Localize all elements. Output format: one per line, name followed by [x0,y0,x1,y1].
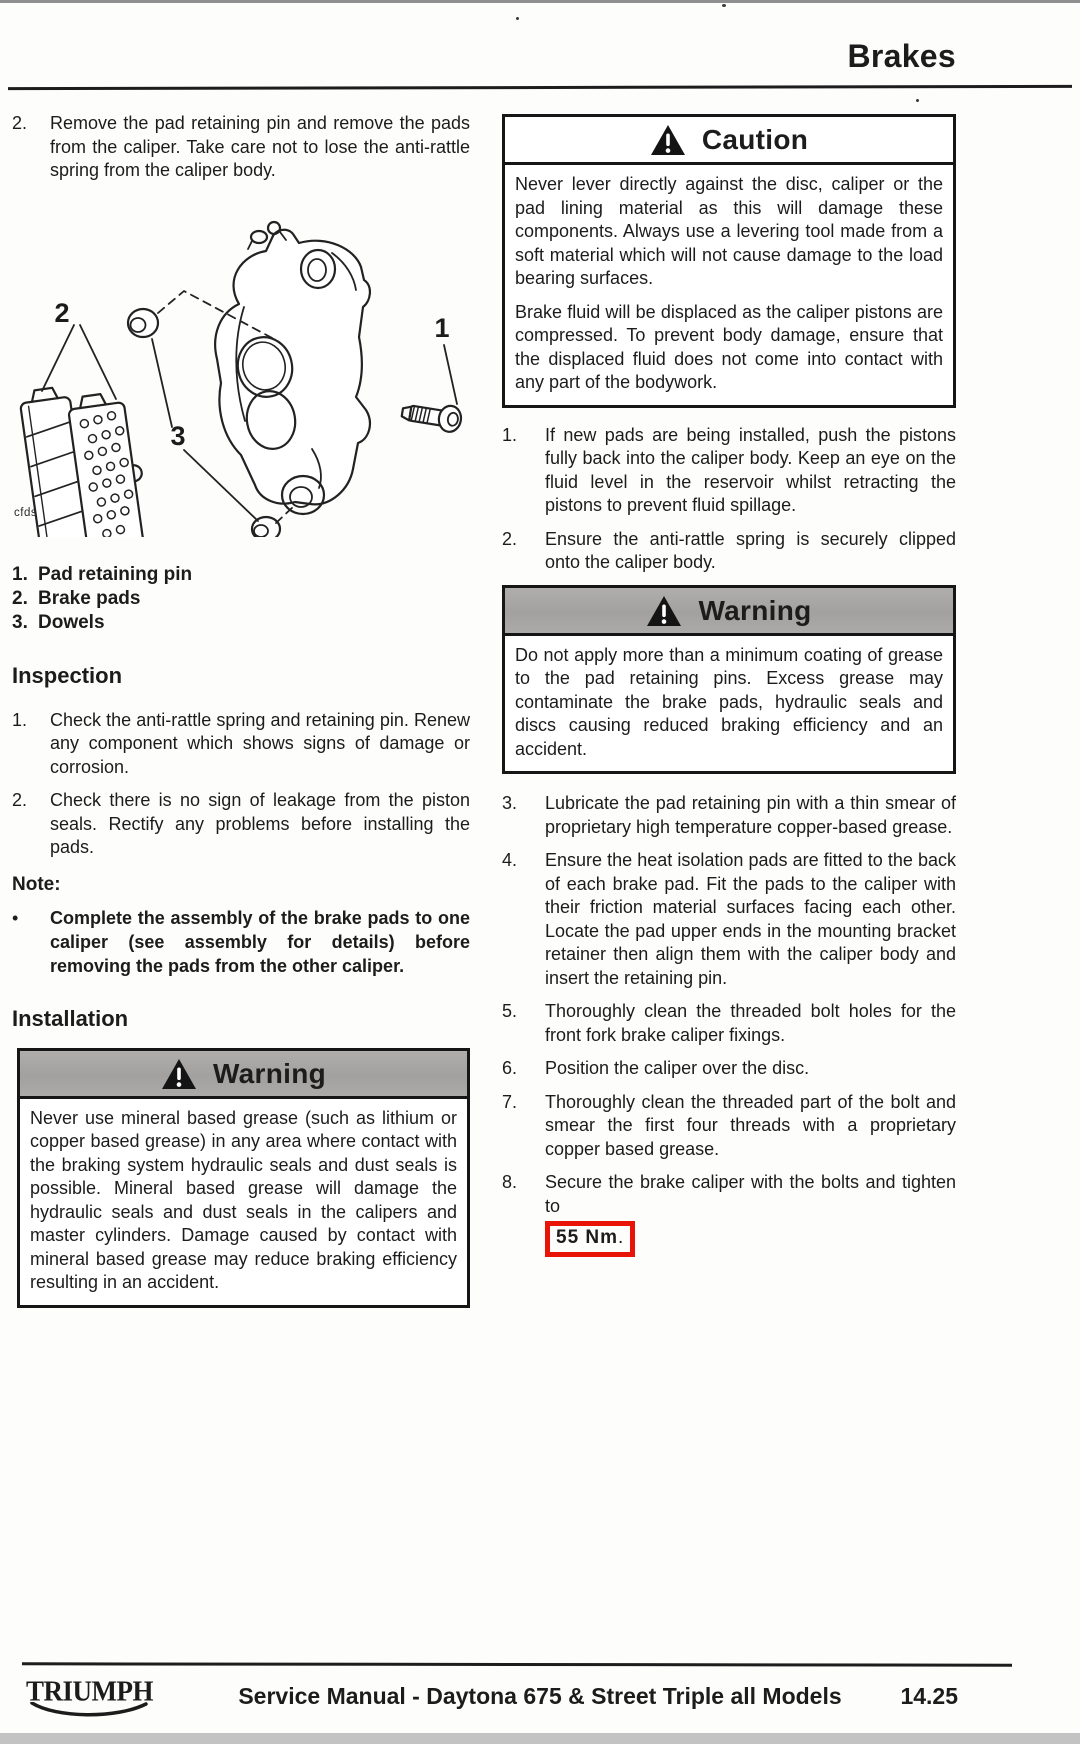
warning-box-grease: Warning Do not apply more than a minimum… [502,584,956,774]
legend-label: Dowels [38,611,105,633]
step-number: 2. [12,113,28,133]
scan-edge-bottom [0,1733,1080,1744]
step-text: Ensure the anti-rattle spring is securel… [545,528,956,573]
step-number: 2. [12,790,28,810]
installation-step: 6. Position the caliper over the disc. [502,1057,956,1081]
warning-title: Warning [212,1057,327,1089]
note-item: • Complete the assembly of the brake pad… [12,906,470,978]
installation-step: 3. Lubricate the pad retaining pin with … [502,792,956,839]
figure-legend: 1. Pad retaining pin 2. Brake pads 3. Do… [12,563,470,635]
legend-number: 2. [12,587,28,609]
scan-artifact [916,99,919,102]
left-column: 2. Remove the pad retaining pin and remo… [12,112,470,1308]
figure-callout-2: 2 [54,298,69,328]
torque-suffix: . [618,1227,624,1248]
brake-caliper-diagram: 2 3 1 [19,220,463,537]
installation-step: 5. Thoroughly clean the threaded bolt ho… [502,1000,956,1047]
inspection-steps: 1. Check the anti-rattle spring and reta… [12,709,470,860]
caution-triangle-icon [650,125,685,155]
legend-item: 3. Dowels [12,611,470,635]
step-number: 4. [502,850,518,870]
step-text: Check there is no sign of leakage from t… [50,790,470,857]
triumph-logo: TRIUMPH [26,1675,154,1728]
triumph-logo-text: TRIUMPH [26,1675,154,1707]
caution-header: Caution [505,117,953,165]
warning-title: Warning [698,594,812,626]
step-number: 2. [502,528,518,549]
installation-heading: Installation [12,1005,129,1031]
bullet-icon: • [12,907,19,928]
step-number: 8. [502,1172,518,1192]
installation-step: 7. Thoroughly clean the threaded part of… [502,1091,956,1162]
warning-triangle-icon [161,1058,196,1089]
footer-title: Service Manual - Daytona 675 & Street Tr… [238,1683,842,1709]
header-rule [7,84,1073,91]
triumph-logo-swoosh [30,1702,148,1717]
scan-edge-top [0,0,1080,3]
legend-number: 1. [12,563,28,585]
installation-steps-1-2: 1. If new pads are being installed, push… [502,424,956,575]
step-text: Remove the pad retaining pin and remove … [50,113,470,180]
legend-label: Pad retaining pin [38,563,193,585]
step-number: 7. [502,1091,518,1112]
step-number: 6. [502,1058,518,1078]
step-text: Ensure the heat isolation pads are fitte… [545,850,956,988]
torque-highlight-box: 55 Nm. [545,1221,636,1257]
figure-callout-3: 3 [170,421,185,451]
installation-step-torque: 8. Secure the brake caliper with the bol… [502,1171,956,1257]
inspection-heading: Inspection [12,662,123,688]
inspection-step: 2. Check there is no sign of leakage fro… [12,789,470,860]
installation-step: 1. If new pads are being installed, push… [502,424,956,518]
step-text: Secure the brake caliper with the bolts … [545,1171,956,1257]
inspection-step: 1. Check the anti-rattle spring and reta… [12,709,470,780]
step-text-lead: Secure the brake caliper with the bolts … [545,1172,956,1216]
removal-step: 2. Remove the pad retaining pin and remo… [12,112,470,183]
note-heading: Note: [12,873,61,895]
installation-steps-3-8: 3. Lubricate the pad retaining pin with … [502,792,956,1257]
warning-triangle-icon [647,595,682,626]
step-number: 3. [502,793,518,813]
warning-body: Never use mineral based grease (such as … [30,1107,457,1293]
caution-box: Caution Never lever directly against the… [502,114,956,408]
caution-paragraph: Brake fluid will be displaced as the cal… [515,301,943,393]
note-text: Complete the assembly of the brake pads … [50,907,470,976]
step-text: Position the caliper over the disc. [545,1058,810,1078]
caution-body: Never lever directly against the disc, c… [505,165,953,405]
installation-step: 2. Ensure the anti-rattle spring is secu… [502,528,956,575]
legend-label: Brake pads [38,587,141,609]
scan-artifact [722,4,726,7]
step-number: 1. [12,709,28,730]
legend-item: 1. Pad retaining pin [12,563,470,587]
warning-header: Warning [20,1050,467,1099]
step-number: 1. [502,424,518,445]
figure-callout-1: 1 [434,313,449,343]
torque-value: 55 Nm [556,1227,619,1248]
step-text: Lubricate the pad retaining pin with a t… [545,793,956,837]
scan-artifact [516,17,519,20]
warning-body: Do not apply more than a minimum coating… [515,644,943,759]
warning-box-installation: Warning Never use mineral based grease (… [17,1047,470,1308]
step-text: Thoroughly clean the threaded part of th… [545,1091,956,1159]
legend-number: 3. [12,611,28,633]
footer-rule [21,1662,1013,1667]
right-column: Caution Never lever directly against the… [502,114,956,1267]
figure-reference-code: cfds [14,506,38,519]
caution-title: Caution [701,124,809,155]
page-title: Brakes [847,38,956,74]
brake-caliper-figure: 2 3 1 cfds [12,207,470,555]
installation-step: 4. Ensure the heat isolation pads are fi… [502,849,956,990]
step-text: Check the anti-rattle spring and retaini… [50,709,470,777]
legend-item: 2. Brake pads [12,587,470,611]
step-text: If new pads are being installed, push th… [545,424,956,516]
page-number: 14.25 [900,1683,958,1709]
warning-header: Warning [505,587,953,636]
step-number: 5. [502,1001,518,1021]
caution-paragraph: Never lever directly against the disc, c… [515,174,943,288]
step-text: Thoroughly clean the threaded bolt holes… [545,1001,956,1045]
